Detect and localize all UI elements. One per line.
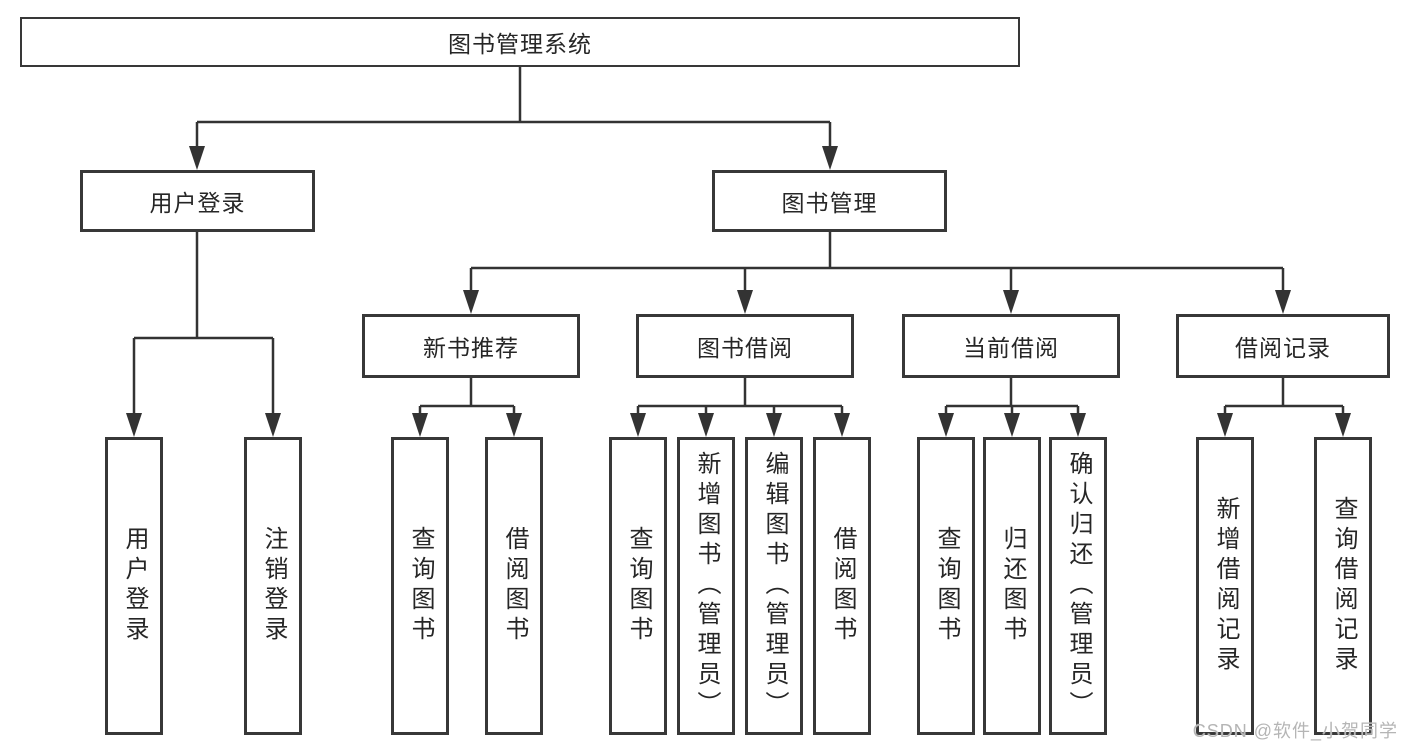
- node-label: 用户登录: [149, 190, 246, 216]
- node-user-login: 用户登录: [80, 170, 315, 232]
- node-label: 新书推荐: [423, 335, 519, 361]
- node-label: 用户登录: [121, 526, 148, 646]
- node-leaf-add-borrow-record: 新增借阅记录: [1196, 437, 1254, 735]
- node-leaf-query-borrow-record: 查询借阅记录: [1314, 437, 1372, 735]
- node-label: 查询借阅记录: [1330, 496, 1357, 676]
- node-current-borrowing: 当前借阅: [902, 314, 1120, 378]
- node-label: 查询图书: [625, 526, 652, 646]
- node-library-system: 图书管理系统: [20, 17, 1020, 67]
- node-leaf-query-books-recommend: 查询图书: [391, 437, 449, 735]
- node-label: 新增借阅记录: [1212, 496, 1239, 676]
- node-leaf-confirm-return-admin: 确认归还（管理员）: [1049, 437, 1107, 735]
- node-label: 图书管理系统: [448, 31, 592, 57]
- node-leaf-edit-books-admin: 编辑图书（管理员）: [745, 437, 803, 735]
- node-leaf-add-books-admin: 新增图书（管理员）: [677, 437, 735, 735]
- node-label: 查询图书: [407, 526, 434, 646]
- node-borrowing-records: 借阅记录: [1176, 314, 1390, 378]
- node-label: 新增图书（管理员）: [693, 451, 720, 721]
- node-label: 编辑图书（管理员）: [761, 451, 788, 721]
- node-label: 借阅图书: [501, 526, 528, 646]
- node-label: 归还图书: [999, 526, 1026, 646]
- node-leaf-user-login: 用户登录: [105, 437, 163, 735]
- node-leaf-borrow-books-recommend: 借阅图书: [485, 437, 543, 735]
- node-label: 注销登录: [260, 526, 287, 646]
- node-label: 图书借阅: [697, 335, 793, 361]
- node-leaf-query-books-current: 查询图书: [917, 437, 975, 735]
- node-book-management: 图书管理: [712, 170, 947, 232]
- node-leaf-logout: 注销登录: [244, 437, 302, 735]
- node-book-borrowing: 图书借阅: [636, 314, 854, 378]
- node-label: 图书管理: [781, 190, 878, 216]
- node-label: 查询图书: [933, 526, 960, 646]
- node-new-book-recommendation: 新书推荐: [362, 314, 580, 378]
- node-label: 借阅记录: [1235, 335, 1331, 361]
- node-label: 借阅图书: [829, 526, 856, 646]
- node-label: 当前借阅: [963, 335, 1059, 361]
- csdn-watermark: CSDN @软件_小贺同学: [1192, 721, 1398, 741]
- arrowhead-icons: [126, 146, 1351, 437]
- node-leaf-return-books: 归还图书: [983, 437, 1041, 735]
- node-leaf-borrow-books: 借阅图书: [813, 437, 871, 735]
- node-leaf-query-books-borrow: 查询图书: [609, 437, 667, 735]
- node-label: 确认归还（管理员）: [1065, 451, 1092, 721]
